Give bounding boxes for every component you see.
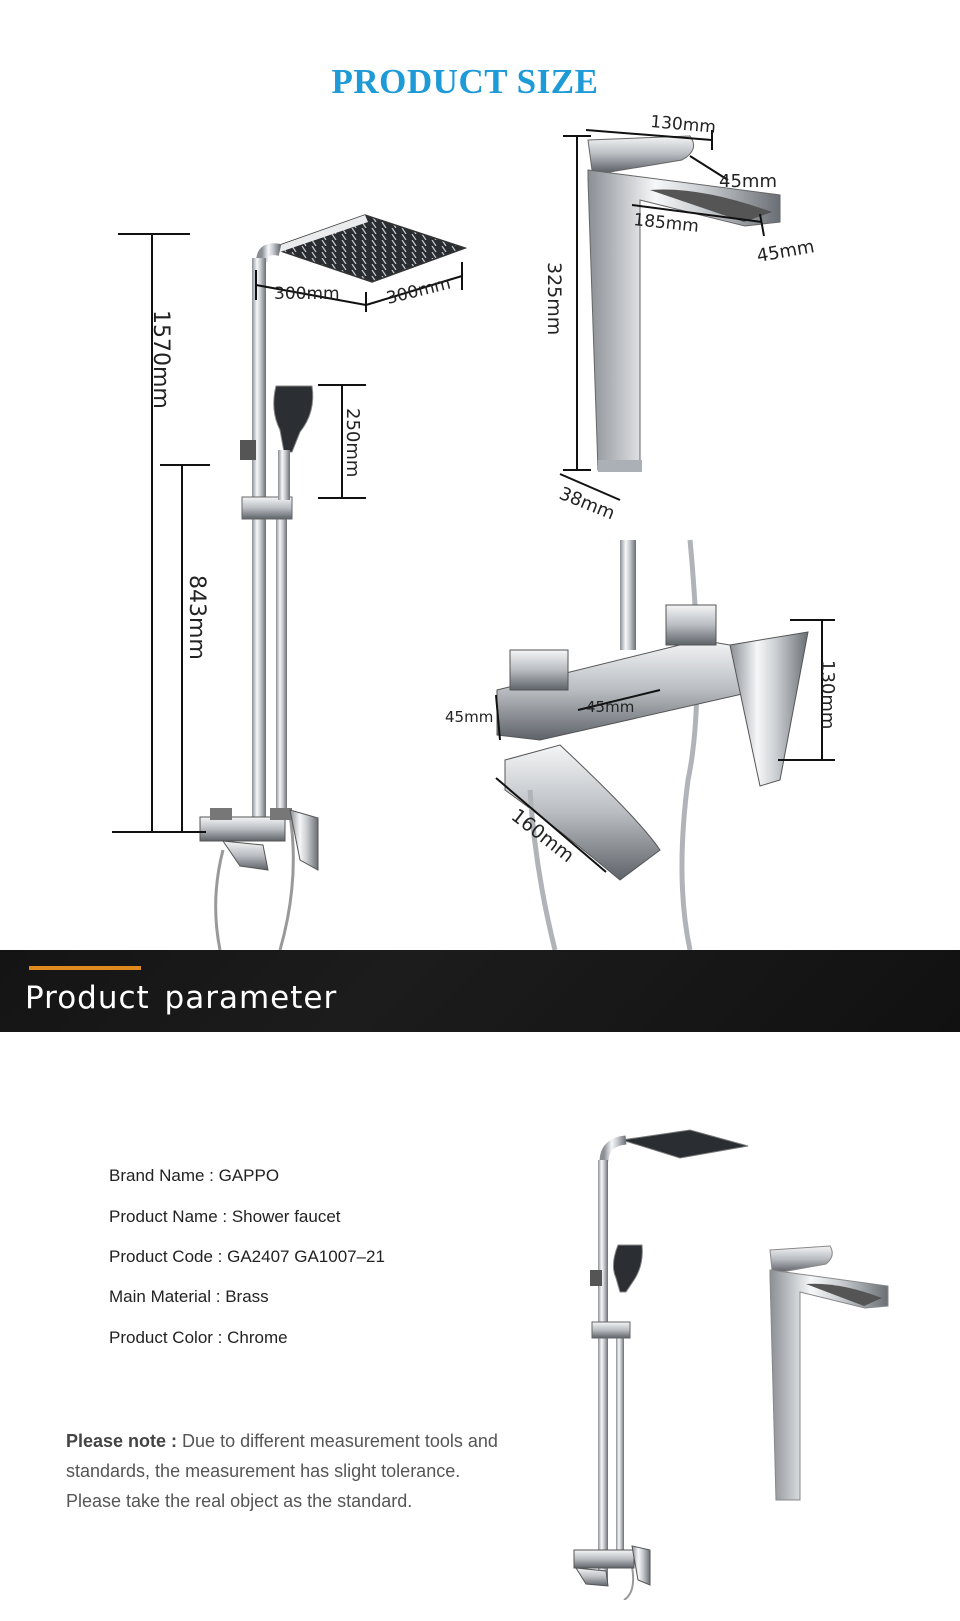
handshower-height-dim: 250mm [342, 408, 363, 477]
head-width-dim: 300mm [274, 284, 340, 304]
mixer-dimension-lines [495, 619, 835, 873]
shower-dimension-lines [112, 233, 463, 833]
note-line-2: standards, the measurement has slight to… [66, 1461, 461, 1481]
product-parameter-banner: Product parameter [0, 950, 960, 1032]
basin-dimension-lines [559, 129, 765, 501]
page-title: PRODUCT SIZE [331, 62, 599, 101]
param-color: Product Color : Chrome [109, 1328, 288, 1347]
basin-base-dim: 38mm [556, 483, 618, 524]
note-line-1: Please note : Due to different measureme… [66, 1431, 498, 1452]
product-photo [573, 1129, 889, 1600]
basin-width2-dim: 45mm [755, 236, 816, 267]
mixer-handle-dim: 130mm [817, 660, 838, 729]
note-text-1: Due to different measurement tools and [177, 1431, 498, 1451]
basin-width1-dim: 45mm [719, 171, 777, 192]
mixer-height-dim: 843mm [184, 575, 209, 660]
basin-top-dim: 130mm [650, 112, 717, 138]
banner-title: Product parameter [25, 980, 338, 1016]
shower-set-drawing [199, 214, 468, 950]
mixer-front-dim: 45mm [586, 698, 634, 716]
basin-length-dim: 185mm [632, 210, 699, 237]
basin-faucet-drawing [587, 135, 781, 472]
mixer-detail-drawing [496, 539, 809, 950]
param-product-code: Product Code : GA2407 GA1007–21 [109, 1247, 385, 1266]
product-size-illustration: 300mm 300mm 1570mm 843mm 250mm 130mm 45m… [112, 112, 838, 950]
param-brand: Brand Name : GAPPO [109, 1166, 280, 1185]
basin-height-dim: 325mm [543, 262, 565, 335]
note-label: Please note : [66, 1431, 178, 1451]
param-material: Main Material : Brass [109, 1287, 269, 1306]
note-line-3: Please take the real object as the stand… [66, 1491, 413, 1511]
total-height-dim: 1570mm [148, 310, 173, 409]
banner-accent-bar [29, 966, 141, 970]
mixer-side-dim: 45mm [445, 708, 493, 726]
head-depth-dim: 300mm [384, 274, 452, 309]
param-product-name: Product Name : Shower faucet [109, 1207, 341, 1226]
